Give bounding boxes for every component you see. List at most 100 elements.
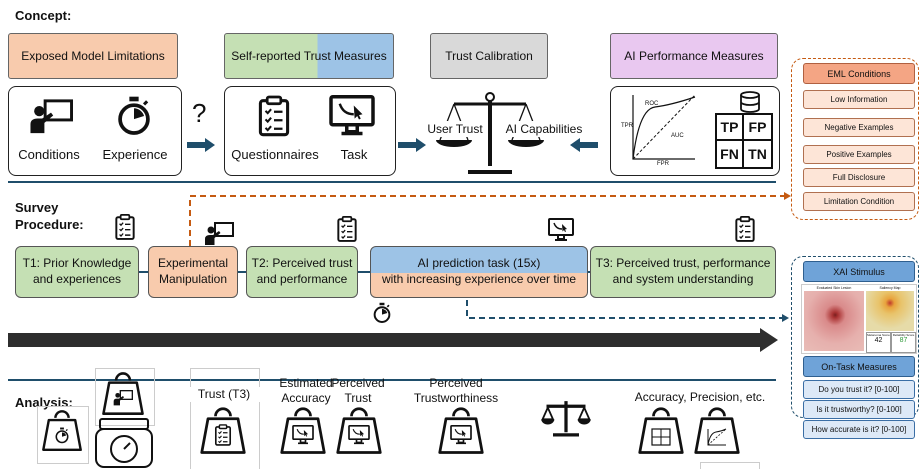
kettlebell-clipboard-icon bbox=[200, 407, 246, 454]
trust-t3-frame bbox=[190, 368, 260, 469]
eml-condition-item: Positive Examples bbox=[803, 145, 915, 164]
reliability-score-box: Reliability Score 87 bbox=[891, 332, 916, 353]
reliability-score-label: Reliability Score bbox=[892, 333, 915, 337]
clipboard-icon bbox=[735, 216, 755, 242]
cm-fn: FN bbox=[717, 141, 744, 167]
timeline-arrow bbox=[8, 328, 778, 352]
question-mark: ? bbox=[192, 98, 207, 128]
perc-trust-line2: Trust bbox=[344, 391, 372, 405]
confusion-matrix: TP FP FN TN bbox=[715, 113, 773, 169]
arrow-to-measures bbox=[187, 138, 215, 152]
kettlebell-stopwatch-icon bbox=[42, 410, 82, 452]
t3-line2: and system understanding bbox=[612, 272, 754, 286]
ai-task-line2: with increasing experience over time bbox=[381, 272, 577, 286]
kettlebell-monitor-icon bbox=[280, 407, 326, 454]
est-acc-line2: Accuracy bbox=[281, 391, 331, 405]
skin-lesion-photo bbox=[804, 291, 864, 351]
experience-label: Experience bbox=[102, 147, 168, 162]
cm-tp: TP bbox=[717, 115, 744, 141]
tpr-label: TPR bbox=[621, 123, 633, 129]
conditions-label: Conditions bbox=[18, 147, 80, 162]
arrow-from-ai-perf bbox=[570, 138, 598, 152]
calibration-title-box: Trust Calibration bbox=[430, 33, 548, 79]
xai-img-left-caption: Evaluated Skin Lesion bbox=[816, 286, 852, 290]
eml-conditions-title: EML Conditions bbox=[803, 63, 915, 84]
ai-perf-title-box: AI Performance Measures bbox=[610, 33, 778, 79]
perc-tw-line2: Trustworthiness bbox=[413, 391, 499, 405]
ai-perf-panel: ROC AUC TPR FPR TP FP FN TN bbox=[610, 86, 780, 176]
est-acc-line1: Estimated bbox=[279, 376, 333, 390]
melanoma-score-label: Melanoma Score bbox=[867, 333, 890, 337]
weight-frame bbox=[95, 368, 155, 426]
survey-heading-line2: Procedure: bbox=[15, 216, 84, 232]
trust-t3-label: Trust (T3) bbox=[186, 387, 262, 402]
xai-img-right-caption: Saliency Map bbox=[879, 286, 901, 290]
concept-heading: Concept: bbox=[15, 8, 72, 23]
t1-line2: and experiences bbox=[32, 272, 122, 286]
cm-tn: TN bbox=[748, 146, 767, 162]
task-label: Task bbox=[340, 147, 368, 162]
trust-measures-panel: Questionnaires Task bbox=[224, 86, 396, 176]
fpr-label: FPR bbox=[657, 161, 669, 167]
eml-condition-item: Full Disclosure bbox=[803, 168, 915, 187]
manip-line1: Experimental bbox=[157, 256, 229, 271]
stopwatch-icon bbox=[373, 302, 391, 324]
t2-line2: and performance bbox=[256, 272, 348, 286]
step-ai-task: AI prediction task (15x)with increasing … bbox=[370, 246, 588, 298]
separator-top bbox=[8, 181, 776, 183]
eml-condition-item: Limitation Condition bbox=[803, 192, 915, 211]
eml-panel: Conditions Experience bbox=[8, 86, 182, 176]
database-icon bbox=[740, 91, 760, 113]
cm-fp: FP bbox=[744, 115, 771, 141]
questionnaires-label: Questionnaires bbox=[231, 147, 319, 162]
saliency-map bbox=[866, 291, 914, 331]
t1-line1: T1: Prior Knowledge bbox=[22, 256, 132, 271]
eml-condition-item: Negative Examples bbox=[803, 118, 915, 137]
accuracy-precision-label: Accuracy, Precision, etc. bbox=[634, 390, 766, 404]
roc-frame bbox=[700, 462, 760, 469]
perc-tw-line1: Perceived bbox=[429, 376, 483, 390]
kettlebell-monitor-icon bbox=[438, 407, 484, 454]
t3-line1: T3: Perceived trust, performance bbox=[595, 256, 771, 271]
on-task-title: On-Task Measures bbox=[803, 356, 915, 377]
manip-line2: Manipulation bbox=[158, 272, 228, 286]
eml-title-box: Exposed Model Limitations bbox=[8, 33, 178, 79]
kettlebell-monitor-icon bbox=[336, 407, 382, 454]
survey-heading-line1: Survey bbox=[15, 200, 59, 215]
kettlebell-roc-icon bbox=[694, 407, 740, 454]
xai-stimulus-image: Evaluated Skin Lesion Saliency Map Melan… bbox=[801, 284, 917, 354]
t2-line1: T2: Perceived trust bbox=[251, 256, 353, 271]
weight-frame bbox=[37, 406, 89, 464]
ai-capabilities-label: AI Capabilities bbox=[498, 121, 590, 137]
on-task-item: Do you trust it? [0-100] bbox=[803, 380, 915, 399]
on-task-item: Is it trustworthy? [0-100] bbox=[803, 400, 915, 419]
roc-label: ROC bbox=[645, 101, 659, 107]
melanoma-score-value: 42 bbox=[874, 337, 883, 344]
user-trust-label: User Trust bbox=[424, 121, 486, 137]
teacher-board-icon bbox=[204, 222, 234, 246]
melanoma-score-box: Melanoma Score 42 bbox=[866, 332, 891, 353]
kettlebell-teacher-icon bbox=[102, 372, 144, 415]
trust-measures-title-box: Self-reported Trust Measures bbox=[224, 33, 394, 79]
perc-trust-line1: Perceived bbox=[331, 376, 385, 390]
xai-title: XAI Stimulus bbox=[803, 261, 915, 282]
eml-condition-item: Low Information bbox=[803, 90, 915, 109]
balance-scale-icon bbox=[540, 399, 592, 437]
on-task-item: How accurate is it? [0-100] bbox=[803, 420, 915, 439]
scale-dial-icon bbox=[95, 418, 153, 468]
ai-task-line1: AI prediction task (15x) bbox=[417, 256, 541, 271]
eml-conditions-panel bbox=[791, 58, 919, 220]
roc-curve-chart bbox=[632, 94, 696, 160]
separator-bottom bbox=[8, 379, 776, 381]
reliability-score-value: 87 bbox=[899, 337, 908, 344]
clipboard-icon bbox=[337, 216, 357, 242]
monitor-cursor-icon bbox=[548, 218, 574, 241]
survey-procedure-heading: Survey Procedure: bbox=[15, 200, 84, 234]
